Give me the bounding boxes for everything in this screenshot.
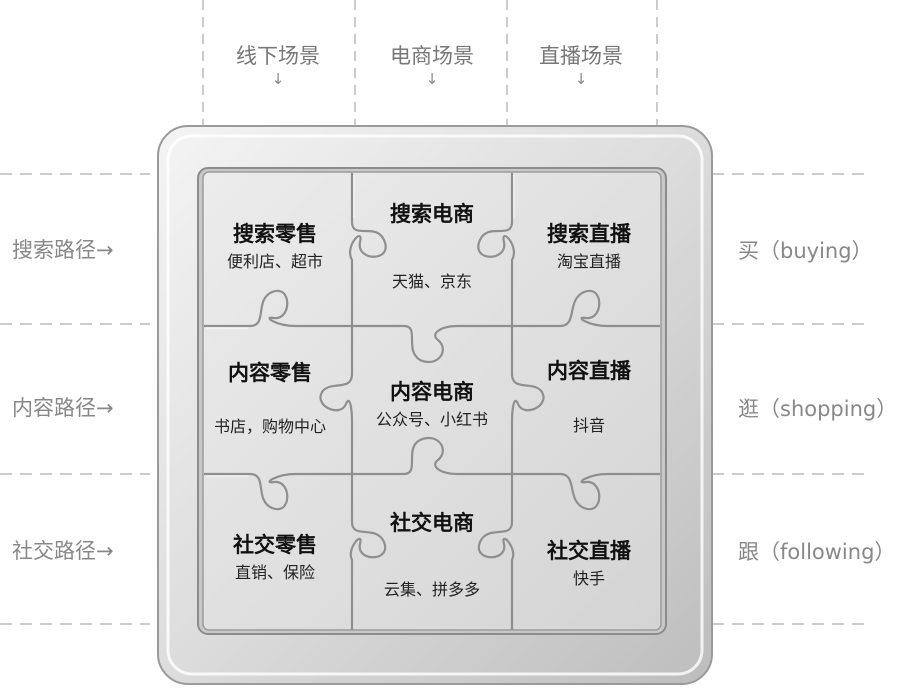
cell-title: 搜索零售 xyxy=(233,222,317,246)
cell-content-ecommerce: 内容电商 公众号、小红书 xyxy=(357,376,507,430)
cell-content-retail: 内容零售 xyxy=(195,357,345,387)
cell-title: 内容零售 xyxy=(228,361,312,385)
row-header-search: 搜索路径→ xyxy=(12,238,114,262)
column-header-offline: 线下场景 ↓ xyxy=(203,40,353,88)
cell-title: 社交电商 xyxy=(390,511,474,535)
row-label-following: 跟（following） xyxy=(738,540,896,564)
cell-examples: 便利店、超市 xyxy=(226,252,323,271)
column-header-label: 直播场景 xyxy=(539,44,623,68)
cell-content-retail-examples: 书店，购物中心 xyxy=(195,413,345,437)
cell-title: 内容直播 xyxy=(547,359,631,383)
row-header-social: 社交路径→ xyxy=(12,539,114,563)
cell-examples: 抖音 xyxy=(572,416,605,435)
column-header-ecommerce: 电商场景 ↓ xyxy=(357,40,507,88)
cell-title: 搜索电商 xyxy=(390,202,474,226)
column-header-label: 电商场景 xyxy=(390,44,474,68)
row-label-buying: 买（buying） xyxy=(738,239,873,263)
cell-social-livestream: 社交直播 快手 xyxy=(514,535,664,589)
cell-title: 社交直播 xyxy=(547,539,631,563)
cell-social-retail: 社交零售 直销、保险 xyxy=(200,529,350,583)
cell-title: 社交零售 xyxy=(233,533,317,557)
column-header-label: 线下场景 xyxy=(236,44,320,68)
down-arrow-icon: ↓ xyxy=(425,70,439,88)
cell-search-livestream: 搜索直播 淘宝直播 xyxy=(514,218,664,272)
row-guide-lines xyxy=(0,173,870,625)
cell-examples: 公众号、小红书 xyxy=(375,410,488,429)
cell-social-ecommerce-examples: 云集、拼多多 xyxy=(357,576,507,600)
cell-examples: 云集、拼多多 xyxy=(383,580,480,599)
cell-examples: 书店，购物中心 xyxy=(213,417,326,436)
cell-examples: 天猫、京东 xyxy=(391,272,472,291)
row-label-shopping: 逛（shopping） xyxy=(738,397,898,421)
cell-examples: 淘宝直播 xyxy=(556,252,621,271)
row-header-content: 内容路径→ xyxy=(12,396,114,420)
down-arrow-icon: ↓ xyxy=(271,70,285,88)
column-header-livestream: 直播场景 ↓ xyxy=(506,40,656,88)
cell-examples: 直销、保险 xyxy=(234,563,315,582)
cell-title: 搜索直播 xyxy=(547,222,631,246)
cell-content-livestream: 内容直播 xyxy=(514,355,664,385)
puzzle-seams xyxy=(204,173,660,630)
cell-search-ecommerce-examples: 天猫、京东 xyxy=(357,268,507,292)
cell-content-livestream-examples: 抖音 xyxy=(514,412,664,436)
cell-social-ecommerce: 社交电商 xyxy=(357,507,507,537)
cell-search-retail: 搜索零售 便利店、超市 xyxy=(200,218,350,272)
cell-search-ecommerce: 搜索电商 xyxy=(357,198,507,228)
cell-examples: 快手 xyxy=(572,569,605,588)
cell-title: 内容电商 xyxy=(390,380,474,404)
column-guide-lines xyxy=(202,0,658,128)
down-arrow-icon: ↓ xyxy=(574,70,588,88)
